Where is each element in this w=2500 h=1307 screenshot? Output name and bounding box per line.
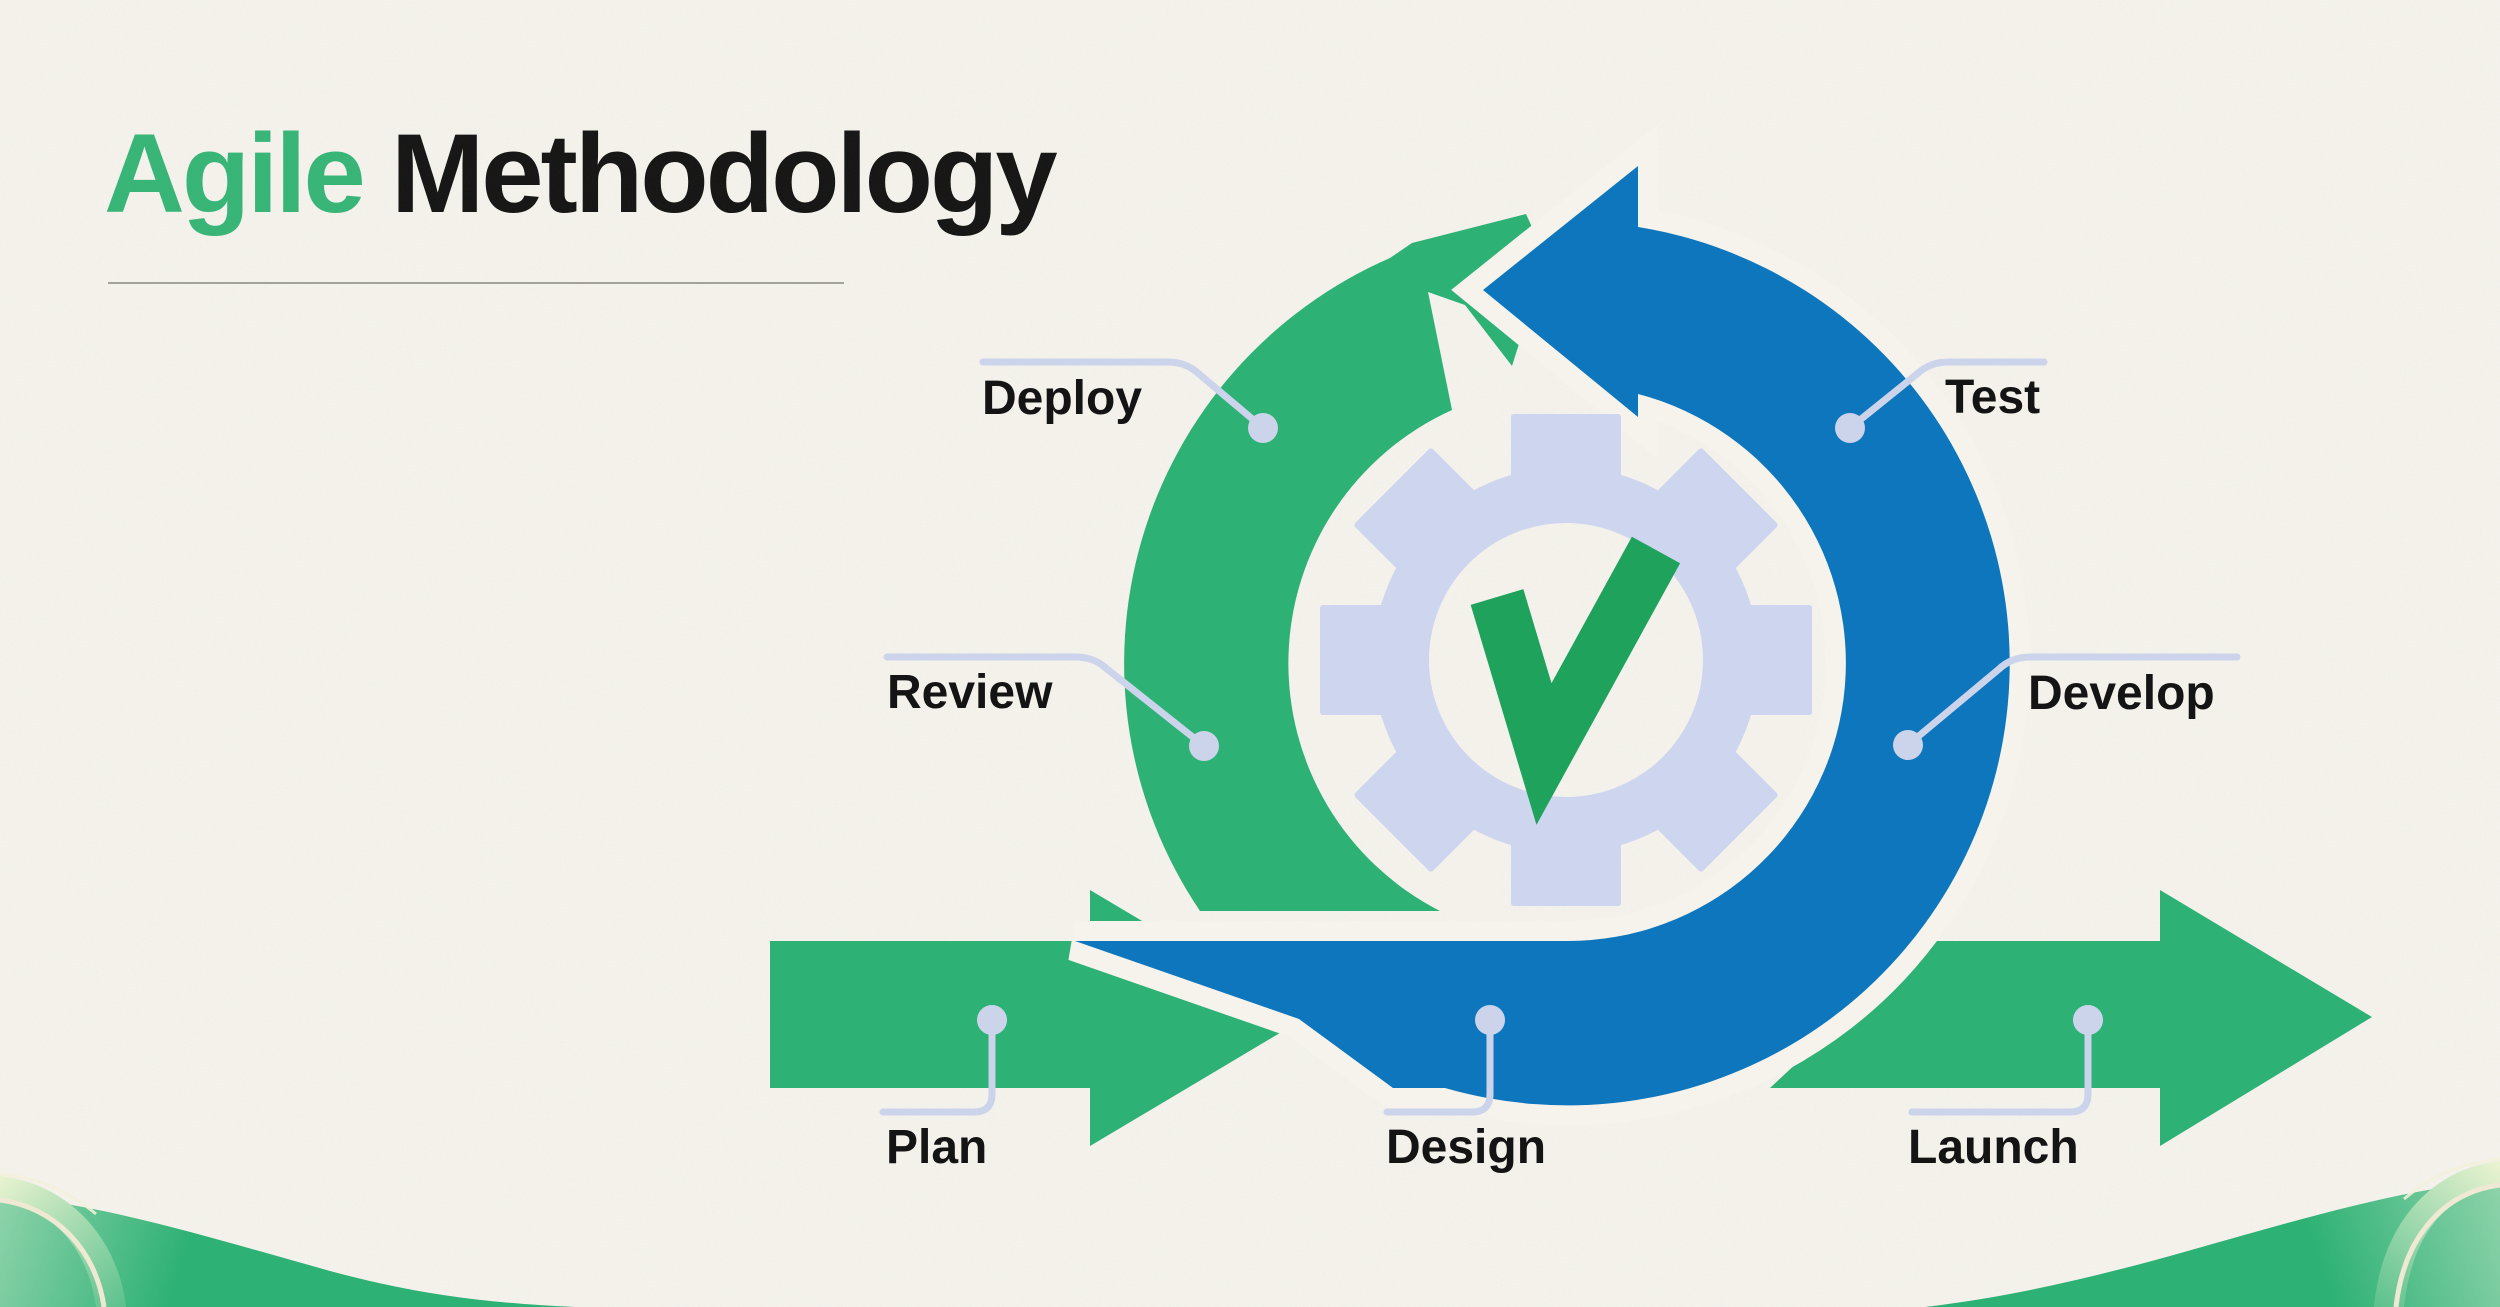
dot-review	[1189, 731, 1219, 761]
label-launch: Launch	[1908, 1121, 2079, 1174]
dot-test	[1835, 413, 1865, 443]
connector-design	[1383, 1016, 1494, 1116]
cycle-arrow-green-icon	[1124, 214, 1546, 911]
label-connectors	[879, 358, 2241, 1116]
dot-develop	[1893, 730, 1923, 760]
corner-swoosh-right	[1925, 1157, 2500, 1307]
corner-swoosh-left	[0, 1172, 575, 1307]
dot-design	[1475, 1005, 1505, 1035]
dot-launch	[2073, 1005, 2103, 1035]
label-deploy: Deploy	[982, 372, 1142, 425]
cycle-arrow-blue-icon	[1068, 124, 2030, 1126]
checkmark-icon	[1470, 536, 1681, 825]
connector-deploy	[979, 358, 1267, 432]
connector-plan	[879, 1016, 996, 1116]
connector-dots	[977, 413, 2103, 1035]
connector-review	[883, 653, 1208, 750]
label-review: Review	[887, 666, 1053, 719]
dot-deploy	[1248, 413, 1278, 443]
label-develop: Develop	[2028, 667, 2215, 720]
connector-test	[1846, 358, 2048, 432]
connector-develop	[1904, 653, 2241, 749]
connector-launch	[1908, 1016, 2092, 1116]
label-test: Test	[1945, 371, 2040, 424]
label-plan: Plan	[886, 1121, 987, 1174]
dot-plan	[977, 1005, 1007, 1035]
gear-icon	[1320, 414, 1812, 906]
label-design: Design	[1386, 1121, 1546, 1174]
